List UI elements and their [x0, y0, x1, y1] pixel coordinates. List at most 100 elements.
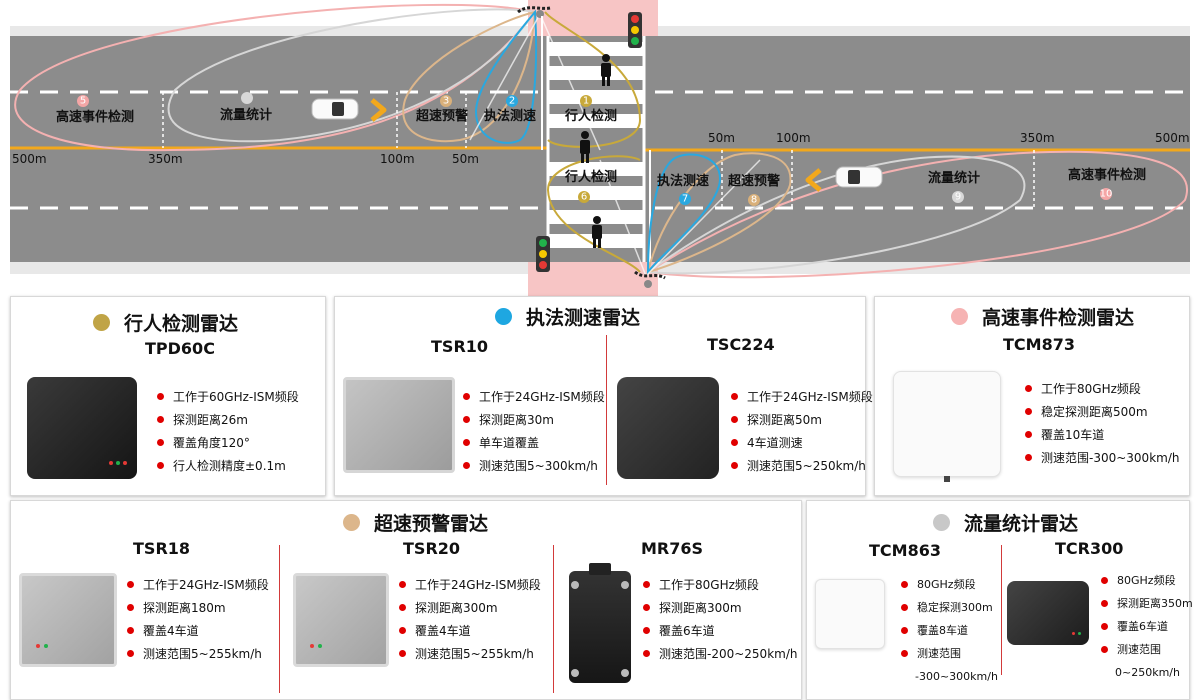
pedestrian-icon — [601, 54, 611, 86]
feature-item: 覆盖4车道 — [397, 623, 541, 639]
feature-list: 工作于24GHz-ISM频段 探测距离50m 4车道测速 测速范围5~250km… — [729, 389, 873, 481]
distance-label: 350m — [1020, 131, 1055, 145]
distance-label: 50m — [452, 152, 479, 166]
zone-outline-traffic-bottom — [645, 155, 1026, 275]
panel-title: 行人检测雷达 — [93, 309, 238, 336]
car-icon — [835, 166, 883, 188]
zone-number-badge — [748, 194, 760, 206]
feature-list: 80GHz频段 探测距离350m 覆盖6车道 测速范围 0~250km/h — [1099, 573, 1193, 688]
zone-number: 1 — [583, 96, 589, 107]
distance-label: 100m — [776, 131, 811, 145]
zone-number-badge — [578, 191, 590, 203]
legend-dot — [951, 308, 968, 325]
zone-number-badge — [952, 191, 964, 203]
zone-number-badge — [241, 92, 253, 104]
radar-device-image — [815, 579, 885, 649]
zone-label: 执法测速 — [484, 108, 536, 124]
feature-item: 探测距离350m — [1099, 596, 1193, 612]
panel-title-text: 高速事件检测雷达 — [982, 307, 1135, 329]
zone-outline-pedestrian-bottom — [546, 155, 641, 273]
legend-dot — [343, 514, 360, 531]
radar-device-image — [19, 573, 117, 667]
feature-list: 工作于80GHz频段 稳定探测距离500m 覆盖10车道 测速范围-300~30… — [1023, 381, 1179, 473]
zone-number-badge — [580, 95, 592, 107]
zone-number-badge — [506, 95, 518, 107]
distance-label: 50m — [708, 131, 735, 145]
distance-label: 500m — [12, 152, 47, 166]
zone-number: 8 — [751, 195, 757, 206]
feature-item: 覆盖6车道 — [641, 623, 797, 639]
zone-outline-enforcement-bottom — [646, 153, 722, 276]
zone-label: 行人检测 — [564, 169, 617, 185]
divider — [553, 545, 554, 693]
zone-number-badge — [1100, 188, 1112, 200]
pedestrian-icon — [580, 131, 590, 163]
zone-number: 2 — [509, 96, 515, 107]
zone-number: 10 — [1100, 189, 1113, 200]
model-name: TCM873 — [1003, 335, 1075, 354]
panel-title: 超速预警雷达 — [343, 509, 488, 536]
zone-label: 超速预警 — [728, 173, 780, 189]
traffic-light-top-icon — [628, 12, 642, 48]
feature-item: 行人检测精度±0.1m — [155, 458, 299, 474]
feature-list: 工作于80GHz频段 探测距离300m 覆盖6车道 测速范围-200~250km… — [641, 577, 797, 669]
model-name: TSC224 — [707, 335, 775, 354]
zone-label: 流量统计 — [220, 107, 272, 123]
model-name: TSR20 — [403, 539, 461, 558]
feature-item: 探测距离180m — [125, 600, 269, 616]
feature-item: 覆盖8车道 — [899, 623, 998, 639]
zone-number: 9 — [955, 192, 961, 203]
zone-number-badge — [679, 193, 691, 205]
panel-title-text: 超速预警雷达 — [374, 513, 489, 535]
legend-dot — [93, 314, 110, 331]
radar-device-image — [293, 573, 389, 667]
feature-item: 工作于24GHz-ISM频段 — [397, 577, 541, 593]
feature-list: 80GHz频段 稳定探测300m 覆盖8车道 测速范围 -300~300km/h — [899, 577, 998, 692]
road-scene: 500m 350m 100m 50m 50m 100m 350m 500m 5 … — [10, 0, 1190, 296]
zone-label: 超速预警 — [416, 108, 468, 124]
distance-ticks — [162, 92, 1035, 208]
arrow-right-icon — [370, 98, 387, 122]
divider — [606, 335, 607, 485]
feature-item: 测速范围5~300km/h — [461, 458, 605, 474]
distance-label: 500m — [1155, 131, 1190, 145]
feature-item: 测速范围5~250km/h — [729, 458, 873, 474]
radar-pole-bottom — [634, 270, 666, 288]
radar-device-image — [569, 563, 631, 683]
panel-traffic-radar: 流量统计雷达 TCM863 80GHz频段 稳定探测300m 覆盖8车道 测速范… — [806, 500, 1193, 700]
feature-item: 探测距离300m — [397, 600, 541, 616]
zone-label: 流量统计 — [928, 170, 980, 186]
radar-device-image — [27, 377, 137, 479]
zone-label: 高速事件检测 — [1068, 167, 1146, 183]
crosswalk — [541, 36, 651, 262]
feature-item: 稳定探测距离500m — [1023, 404, 1179, 420]
panel-title-text: 流量统计雷达 — [964, 513, 1079, 535]
arrow-left-icon — [805, 168, 822, 192]
zone-label: 执法测速 — [657, 173, 709, 189]
feature-item: 稳定探测300m — [899, 600, 998, 616]
feature-item: 测速范围 — [1099, 642, 1193, 658]
feature-item: 工作于24GHz-ISM频段 — [125, 577, 269, 593]
model-name: TSR18 — [133, 539, 191, 558]
panel-title: 高速事件检测雷达 — [951, 303, 1134, 330]
feature-item: 4车道测速 — [729, 435, 873, 451]
feature-item: 测速范围 — [899, 646, 998, 662]
model-name: MR76S — [641, 539, 704, 558]
feature-item: 工作于80GHz频段 — [641, 577, 797, 593]
distance-label: 350m — [148, 152, 183, 166]
zone-outline-event-bottom — [645, 150, 1188, 279]
radar-pole-top — [517, 6, 551, 36]
feature-item: 工作于80GHz频段 — [1023, 381, 1179, 397]
feature-item: 工作于60GHz-ISM频段 — [155, 389, 299, 405]
radar-device-image — [617, 377, 719, 479]
feature-item: -300~300km/h — [915, 670, 998, 683]
feature-item: 覆盖角度120° — [155, 435, 299, 451]
zone-number: 5 — [80, 96, 86, 107]
zone-number: 6 — [581, 192, 587, 203]
zone-outline-traffic-top — [167, 8, 537, 143]
feature-item: 探测距离30m — [461, 412, 605, 428]
model-name: TCR300 — [1055, 539, 1124, 558]
zone-outline-pedestrian-top — [544, 11, 642, 148]
zone-number-badge — [440, 95, 452, 107]
feature-item: 覆盖6车道 — [1099, 619, 1193, 635]
